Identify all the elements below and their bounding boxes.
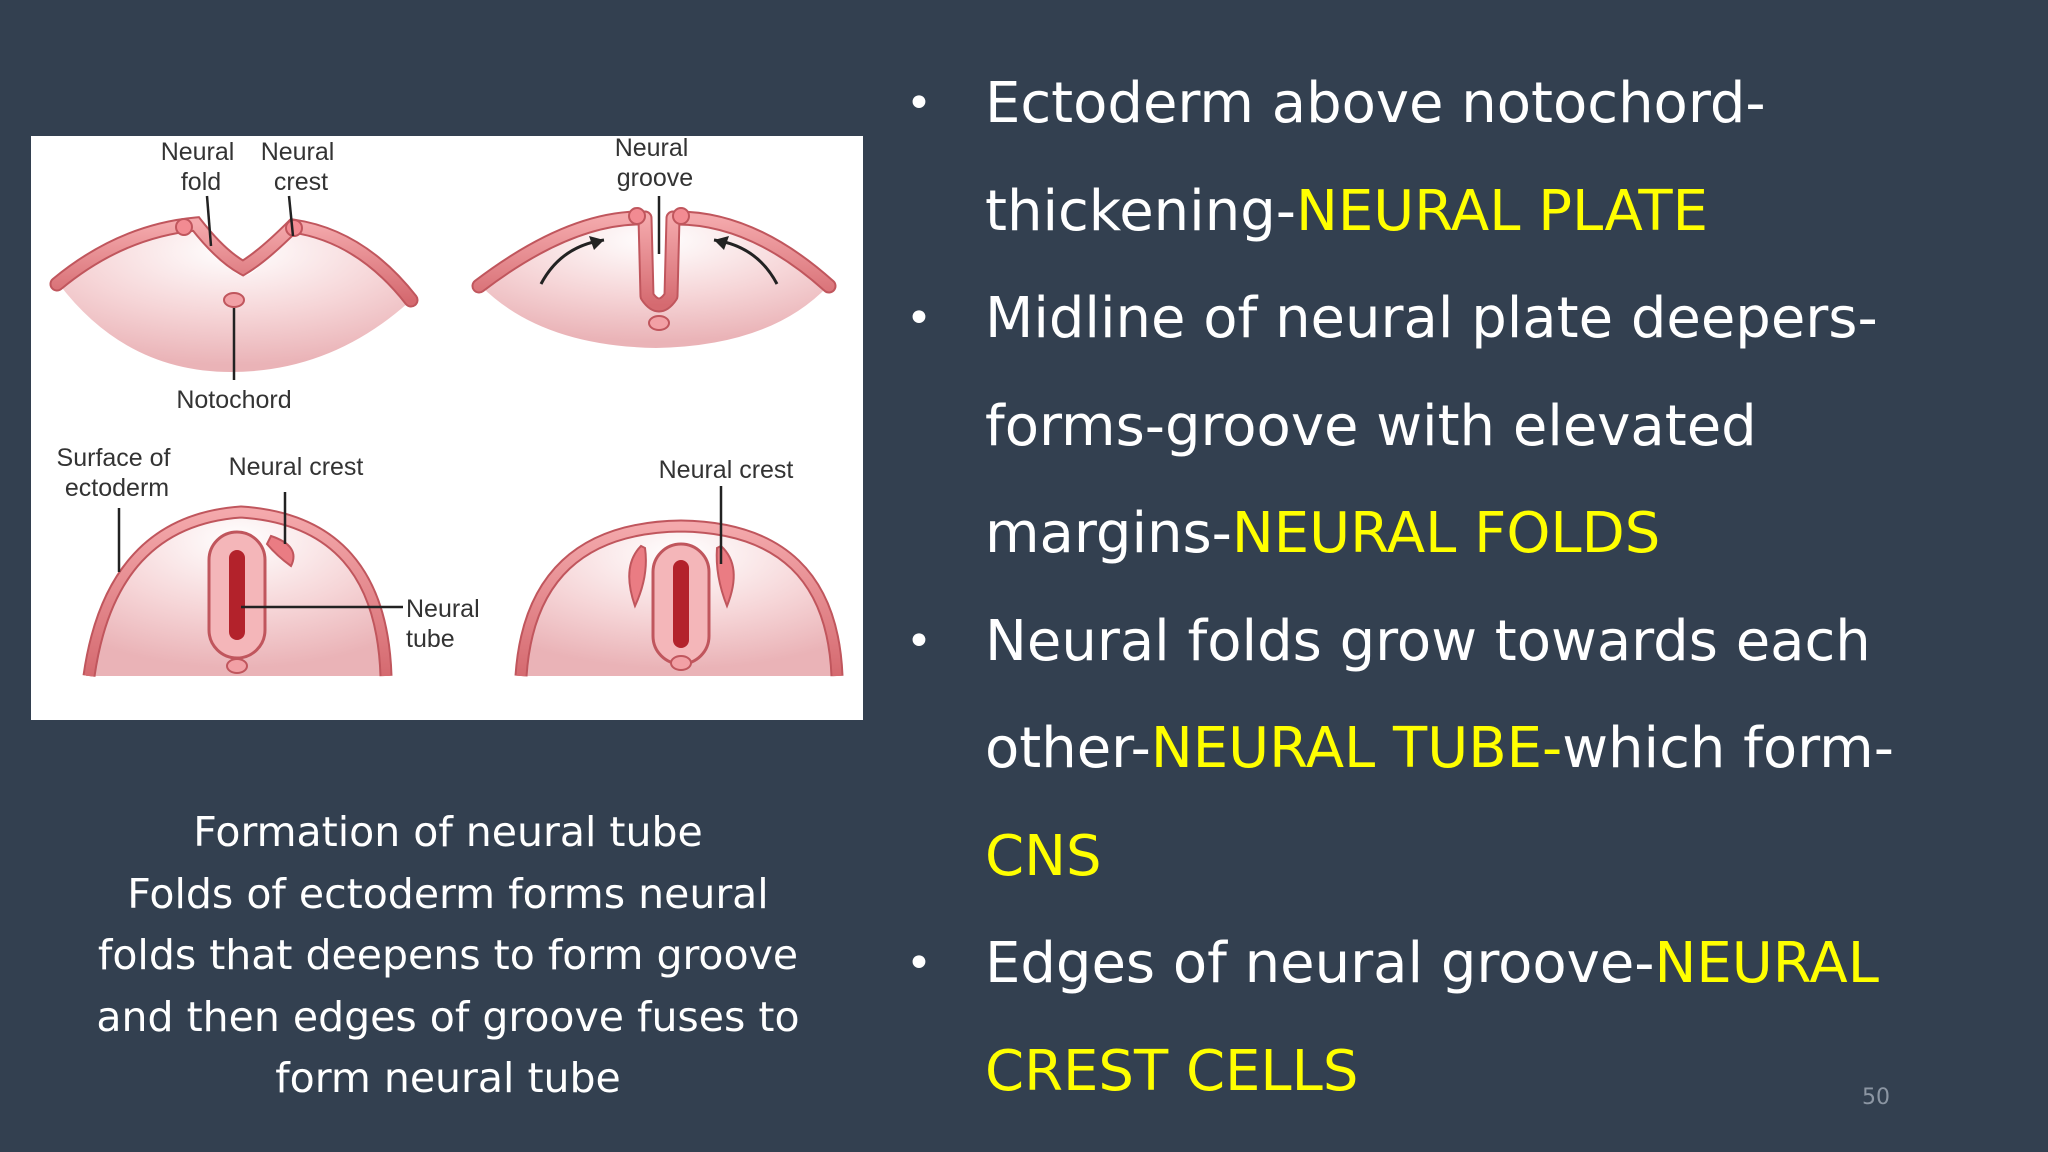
highlighted-term: NEURAL PLATE bbox=[1295, 178, 1708, 244]
neural-tube-diagram: Neural fold Neural crest Neural groove N… bbox=[31, 136, 863, 720]
caption-line: Folds of ectoderm forms neural bbox=[127, 869, 769, 918]
neural-crest-cell bbox=[285, 219, 303, 237]
bullet-line: CNS bbox=[985, 803, 2030, 911]
label-neural-tube: Neural tube bbox=[406, 595, 487, 653]
label-neural-crest-right: Neural crest bbox=[659, 456, 794, 484]
bullet-dot-icon: • bbox=[906, 78, 932, 129]
bullet-item: • Edges of neural groove-NEURAL CREST CELL… bbox=[900, 910, 2030, 1125]
bullet-text: which form- bbox=[1562, 716, 1894, 781]
bullet-item: • Neural folds grow towards each other-NEU… bbox=[900, 588, 2030, 911]
bullet-text: other- bbox=[985, 716, 1151, 781]
highlighted-term: NEURAL bbox=[1654, 931, 1879, 996]
label-neural-fold: Neural fold bbox=[161, 138, 242, 196]
bullet-line: CREST CELLS bbox=[985, 1018, 2030, 1126]
bullet-dot-icon: • bbox=[906, 938, 932, 989]
bullet-list: •Ectoderm above notochord-thickening-NEU… bbox=[900, 50, 2030, 1125]
bullet-line: Neural folds grow towards each bbox=[985, 588, 2030, 696]
highlighted-term: CREST CELLS bbox=[985, 1038, 1359, 1104]
bullet-text: forms-groove with elevated bbox=[985, 393, 1757, 459]
highlighted-term: NEURAL TUBE- bbox=[1150, 716, 1563, 781]
bullet-line: forms-groove with elevated bbox=[985, 373, 2030, 481]
diagram-svg: Neural fold Neural crest Neural groove N… bbox=[49, 136, 844, 677]
bullet-text: Ectoderm above notochord- bbox=[985, 71, 1766, 136]
bullet-text: Midline of neural plate deepers- bbox=[985, 286, 1878, 351]
bullet-line: Edges of neural groove-NEURAL bbox=[985, 910, 2030, 1018]
caption-line: and then edges of groove fuses to bbox=[96, 992, 800, 1041]
label-notochord: Notochord bbox=[176, 386, 291, 414]
bullet-item: • Midline of neural plate deepers-forms-g… bbox=[900, 265, 2030, 588]
bullet-dot-icon: • bbox=[906, 293, 932, 344]
bullet-item: • Ectoderm above notochord-thickening-NEU… bbox=[900, 50, 2030, 265]
label-neural-groove: Neural groove bbox=[615, 136, 696, 192]
bullet-text: thickening- bbox=[985, 178, 1296, 244]
neural-crest-cell bbox=[175, 218, 193, 236]
label-surface-ectoderm: Surface of ectoderm bbox=[57, 444, 178, 502]
caption-line: form neural tube bbox=[275, 1054, 621, 1102]
panel-neural-groove bbox=[471, 196, 837, 348]
highlighted-term: CNS bbox=[985, 823, 1102, 889]
panel-neural-folds bbox=[49, 195, 419, 380]
caption-line: Formation of neural tube bbox=[193, 808, 703, 856]
bullet-text: margins- bbox=[985, 501, 1232, 566]
panel-neural-tube-left bbox=[82, 492, 403, 677]
bullet-line: Midline of neural plate deepers- bbox=[985, 265, 2030, 373]
page-number: 50 bbox=[1862, 1085, 1890, 1110]
panel-neural-tube-right bbox=[514, 486, 844, 677]
highlighted-term: NEURAL FOLDS bbox=[1231, 501, 1661, 566]
caption-line: folds that deepens to form groove bbox=[97, 931, 799, 979]
bullet-line: thickening-NEURAL PLATE bbox=[985, 158, 2030, 266]
bullet-text: Edges of neural groove- bbox=[985, 931, 1655, 996]
label-neural-crest: Neural crest bbox=[261, 138, 342, 196]
bullet-line: other-NEURAL TUBE-which form- bbox=[985, 695, 2030, 803]
label-neural-crest-left: Neural crest bbox=[229, 453, 364, 481]
bullet-dot-icon: • bbox=[906, 615, 932, 667]
notochord-shape bbox=[223, 292, 245, 308]
bullet-line: margins-NEURAL FOLDS bbox=[985, 480, 2030, 588]
bullet-text: Neural folds grow towards each bbox=[985, 608, 1871, 674]
bullet-line: Ectoderm above notochord- bbox=[985, 50, 2030, 158]
